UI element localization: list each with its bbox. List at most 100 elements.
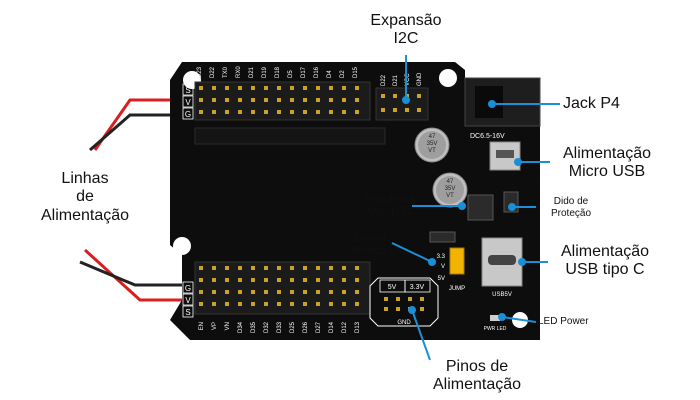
header-pin: [225, 266, 229, 270]
header-pin: [342, 86, 346, 90]
header-pin: [290, 86, 294, 90]
header-pin: [355, 110, 359, 114]
header-pin: [277, 278, 281, 282]
header-pin: [290, 110, 294, 114]
header-pin: [225, 302, 229, 306]
pin-label: EN: [199, 322, 205, 330]
header-pin: [199, 290, 203, 294]
side-label: G: [185, 110, 191, 119]
pin-label: D14: [329, 321, 335, 333]
side-label-box: [182, 95, 194, 108]
header-pin: [355, 302, 359, 306]
svg-text:V: V: [441, 264, 445, 270]
header-pin: [396, 297, 400, 301]
header-pin: [225, 278, 229, 282]
header-pin: [303, 290, 307, 294]
header-pin: [316, 290, 320, 294]
header-pin: [393, 108, 397, 112]
header-pin: [290, 302, 294, 306]
header-pin: [355, 266, 359, 270]
svg-text:JUMP: JUMP: [449, 286, 465, 292]
side-label-box: [182, 107, 194, 120]
pin-label: D21: [393, 74, 399, 86]
header-pin: [355, 278, 359, 282]
header-pin: [251, 110, 255, 114]
header-pin: [212, 302, 216, 306]
side-labels-bottom: GVS: [182, 281, 194, 318]
header-pin: [303, 278, 307, 282]
header-pin: [316, 98, 320, 102]
header-pin: [199, 98, 203, 102]
header-pin: [329, 98, 333, 102]
pin-label: D15: [353, 66, 359, 78]
header-pin: [277, 302, 281, 306]
pin-label: D33: [277, 321, 283, 333]
header-pin: [329, 110, 333, 114]
pin-label: D32: [264, 321, 270, 333]
header-pin: [199, 278, 203, 282]
header-pin: [277, 290, 281, 294]
header-pin: [238, 290, 242, 294]
header-pin: [396, 307, 400, 311]
pin-label: VP: [212, 322, 218, 330]
header-pin: [199, 302, 203, 306]
pin-label: D16: [314, 66, 320, 78]
header-pin: [212, 278, 216, 282]
header-pin: [342, 290, 346, 294]
header-pin: [251, 266, 255, 270]
header-pin: [329, 86, 333, 90]
header-pin: [264, 110, 268, 114]
header-pin: [251, 290, 255, 294]
header-pin: [225, 98, 229, 102]
header-pin: [316, 266, 320, 270]
pin-label: D26: [303, 321, 309, 333]
dc-range-label: DC6.5-16V: [470, 133, 505, 140]
svg-text:GND: GND: [397, 320, 411, 326]
header-pin: [355, 86, 359, 90]
pin-label: D5: [288, 70, 294, 78]
header-pin: [381, 94, 385, 98]
power-pin-header: 5V 3.3V GND: [369, 277, 439, 327]
header-pin: [303, 266, 307, 270]
header-pin: [303, 86, 307, 90]
pin-label: D2: [340, 70, 346, 78]
header-pin: [384, 307, 388, 311]
header-pin: [355, 98, 359, 102]
pin-label: D18: [275, 66, 281, 78]
svg-text:5V: 5V: [438, 276, 445, 282]
pwr-led-label: PWR LED: [484, 326, 507, 332]
header-pin: [408, 297, 412, 301]
header-pin: [238, 110, 242, 114]
power-led: [490, 315, 500, 321]
header-pin: [264, 278, 268, 282]
svg-text:3.3V: 3.3V: [410, 284, 425, 291]
header-pin: [199, 110, 203, 114]
side-label-box: [182, 305, 194, 318]
pin-label: D25: [290, 321, 296, 333]
header-pin: [199, 86, 203, 90]
header-pin: [290, 266, 294, 270]
header-pin: [342, 110, 346, 114]
pin-label: VCC: [405, 73, 411, 86]
mount-hole-bl: [173, 237, 191, 255]
side-label: V: [185, 98, 191, 107]
pin-label: RX0: [236, 66, 242, 78]
header-pin: [393, 94, 397, 98]
label-jack-p4: Jack P4: [563, 95, 620, 112]
header-pin: [316, 302, 320, 306]
header-pin: [381, 108, 385, 112]
header-pin: [264, 98, 268, 102]
pin-label: D35: [251, 321, 257, 333]
header-pin: [277, 98, 281, 102]
pin-label: D34: [238, 321, 244, 333]
header-pin: [329, 278, 333, 282]
header-pin: [384, 297, 388, 301]
